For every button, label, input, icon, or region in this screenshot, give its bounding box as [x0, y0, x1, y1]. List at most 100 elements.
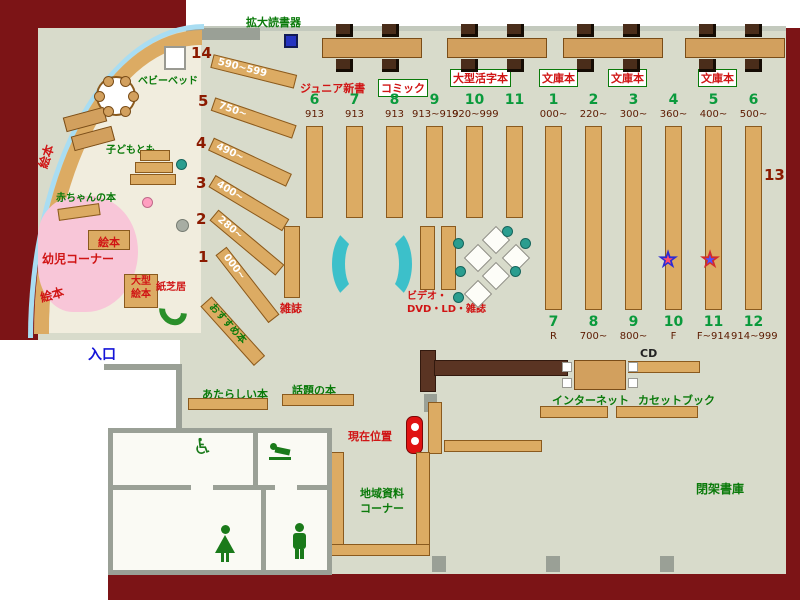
- stack-range: F: [670, 331, 677, 342]
- chair: [507, 59, 524, 72]
- chair: [94, 91, 105, 102]
- bookshelf: [665, 126, 682, 310]
- star-icon: ★: [656, 245, 680, 275]
- icon-part: [274, 446, 291, 456]
- marker-dot: [411, 423, 419, 431]
- stack-number: 3: [628, 92, 639, 108]
- lobby-wall: [104, 364, 182, 370]
- internet-label: インターネット: [552, 394, 629, 407]
- entrance-label: 入口: [88, 347, 116, 363]
- chair: [745, 24, 762, 37]
- chair: [461, 59, 478, 72]
- icon-part: [295, 523, 304, 532]
- stack-range: 913: [384, 109, 405, 120]
- you-are-here-label: 現在位置: [348, 430, 392, 443]
- stack-number: 9: [429, 92, 440, 108]
- chair: [628, 378, 638, 388]
- chair: [336, 24, 353, 37]
- stack-range: 920~999: [452, 109, 499, 120]
- stack-range: 913: [344, 109, 365, 120]
- kids-steps: [140, 150, 170, 161]
- baby-books-label: 赤ちゃんの本: [56, 193, 116, 204]
- star-icon: ★: [662, 253, 674, 268]
- chair: [382, 24, 399, 37]
- stool: [176, 159, 187, 170]
- av-shelf: [420, 226, 435, 290]
- bookshelf: [444, 440, 542, 452]
- marker-dot: [411, 437, 419, 445]
- bookshelf: [386, 126, 403, 218]
- reading-table: [322, 38, 422, 58]
- new-books-label: あたらしい本: [202, 388, 268, 401]
- new-books-shelf: [188, 398, 268, 410]
- stack-range: 700~: [579, 331, 608, 342]
- wall-bottom: [106, 574, 800, 600]
- chair: [103, 106, 114, 117]
- chair: [562, 378, 572, 388]
- restroom-wall: [297, 485, 327, 490]
- stool: [520, 238, 531, 249]
- stack-range: 400~: [699, 109, 728, 120]
- stack-number: 4: [668, 92, 679, 108]
- fan-shelf-number: 5: [198, 92, 209, 110]
- icon-part: [269, 457, 291, 460]
- chair: [461, 24, 478, 37]
- chair: [628, 362, 638, 372]
- stack-range: 800~: [619, 331, 648, 342]
- kids-steps: [130, 174, 176, 185]
- wheelchair-icon: ♿: [193, 435, 213, 460]
- chair: [120, 106, 131, 117]
- restroom-wall: [113, 485, 191, 490]
- magnifier-label: 拡大読書器: [246, 16, 301, 29]
- stack-number: 10: [663, 314, 684, 330]
- chair: [336, 59, 353, 72]
- bookshelf: [466, 126, 483, 218]
- bookshelf: [625, 126, 642, 310]
- bookshelf: [585, 126, 602, 310]
- section-comic: コミック: [378, 79, 428, 97]
- baby-bed: [164, 46, 186, 70]
- stack-number: 12: [743, 314, 764, 330]
- stack-range: 300~: [619, 109, 648, 120]
- section-junior: ジュニア新書: [300, 82, 366, 95]
- magazine-seating-arc: [332, 227, 376, 301]
- magazine-seating-arc: [368, 227, 412, 301]
- chair: [507, 24, 524, 37]
- pillar: [432, 556, 446, 572]
- woman-icon: [215, 525, 235, 563]
- chair: [103, 76, 114, 87]
- reading-table: [563, 38, 663, 58]
- lobby-wall: [176, 364, 182, 431]
- stack-range: 913: [304, 109, 325, 120]
- stool: [510, 266, 521, 277]
- stack-number: 2: [588, 92, 599, 108]
- stack-number: 11: [703, 314, 724, 330]
- star-icon: ★: [698, 245, 722, 275]
- stack-number: 5: [708, 92, 719, 108]
- star-icon: ★: [704, 253, 716, 268]
- restroom-wall: [253, 433, 258, 485]
- topic-books-label: 話題の本: [292, 384, 336, 397]
- cassette-label: カセットブック: [638, 394, 715, 407]
- stack-range: 914~999: [731, 331, 778, 342]
- bookshelf: [705, 126, 722, 310]
- outside-area: [0, 431, 108, 600]
- av-label: ビデオ・ DVD・LD・雑誌: [407, 291, 487, 315]
- chair: [120, 76, 131, 87]
- restroom-block: ♿: [108, 428, 332, 575]
- star-icon: ★★: [696, 246, 724, 274]
- icon-part: [300, 549, 304, 559]
- local-docs-shelf: [330, 544, 430, 556]
- outside-area: [0, 340, 180, 431]
- magazine-shelf: [284, 226, 300, 298]
- stool: [453, 292, 464, 303]
- bookshelf: [426, 126, 443, 218]
- large-picturebook-shelf: 大型 絵本: [124, 274, 158, 308]
- icon-part: [215, 535, 235, 553]
- stack-number: 6: [748, 92, 759, 108]
- stack-number: 8: [389, 92, 400, 108]
- bookshelf: [545, 126, 562, 310]
- baby-bed-label: ベビーベッド: [138, 76, 198, 87]
- reading-table: [685, 38, 785, 58]
